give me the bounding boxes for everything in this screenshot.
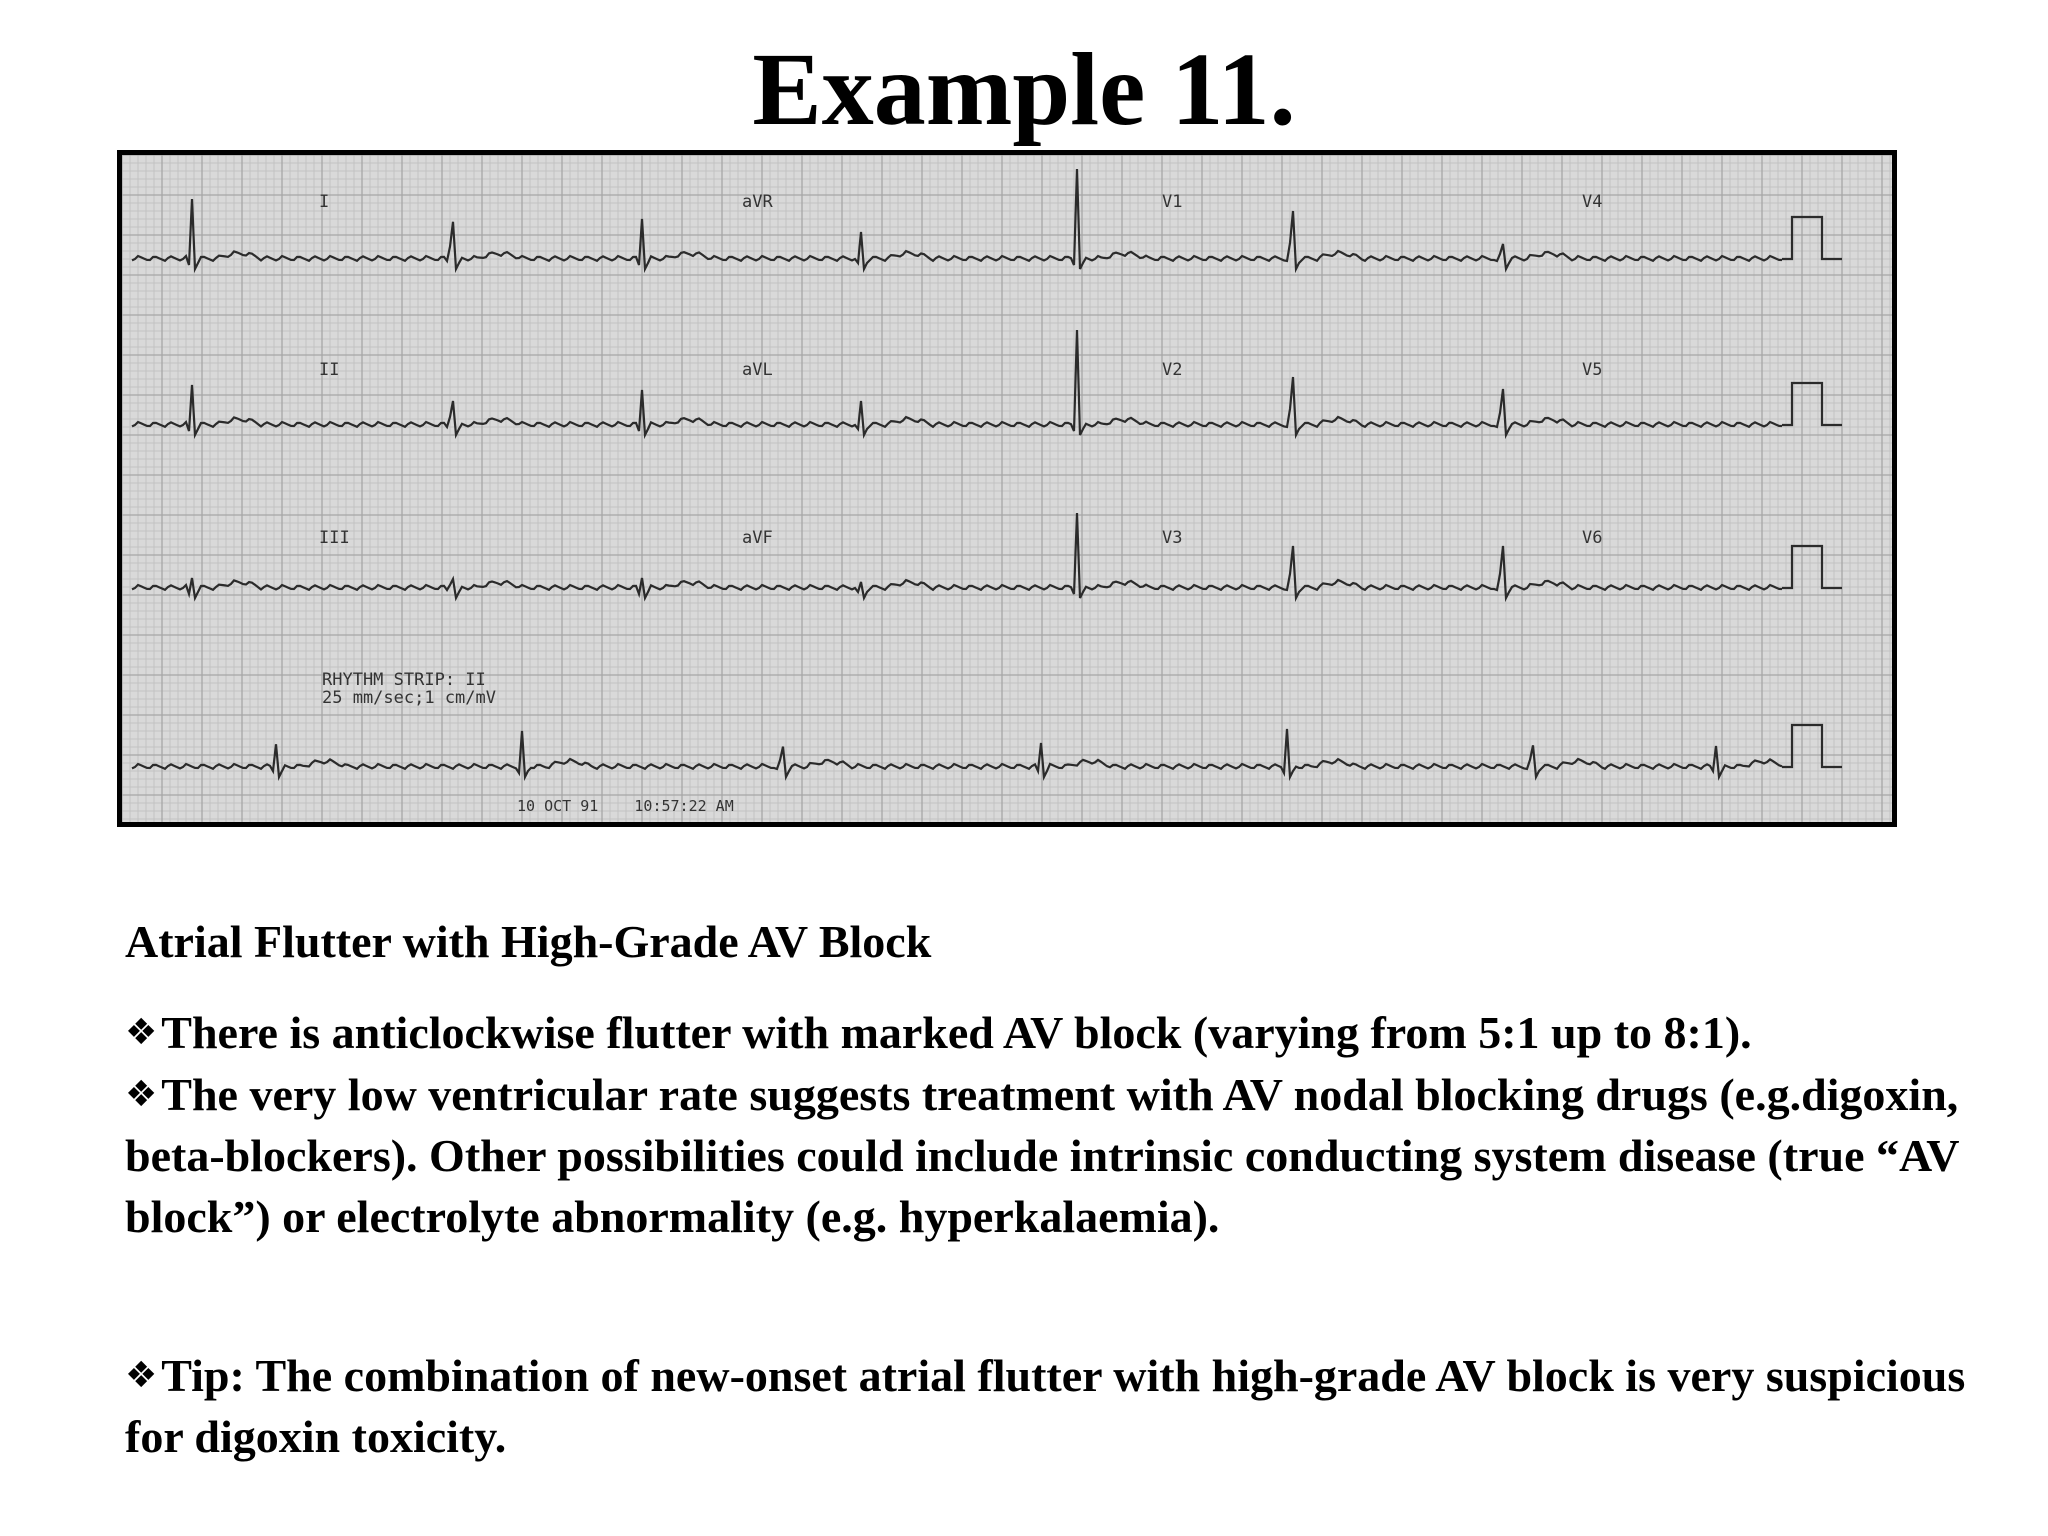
trace-row-1 xyxy=(131,168,1783,274)
trace-rhythm-strip xyxy=(131,728,1783,782)
lead-label-avr: aVR xyxy=(742,192,773,212)
bullet-point-2: ❖The very low ventricular rate suggests … xyxy=(125,1064,2005,1247)
bullet-text-1: There is anticlockwise flutter with mark… xyxy=(161,1007,1752,1058)
trace-row-2 xyxy=(131,329,1783,440)
lead-label-avf: aVF xyxy=(742,528,773,548)
bullet-text-2: The very low ventricular rate suggests t… xyxy=(125,1069,1959,1242)
lead-label-v3: V3 xyxy=(1162,528,1182,548)
calibration-pulse xyxy=(1782,381,1842,427)
rhythm-strip-label: RHYTHM STRIP: II xyxy=(322,670,486,690)
lead-label-v6: V6 xyxy=(1582,528,1602,548)
lead-label-v2: V2 xyxy=(1162,360,1182,380)
lead-label-v5: V5 xyxy=(1582,360,1602,380)
bullet-text-3: Tip: The combination of new-onset atrial… xyxy=(125,1350,1966,1462)
ecg-traces xyxy=(131,168,1842,782)
bullet-icon: ❖ xyxy=(125,1355,158,1396)
bullet-point-1: ❖There is anticlockwise flutter with mar… xyxy=(125,1002,2005,1063)
ecg-settings-label: 25 mm/sec;1 cm/mV xyxy=(322,688,496,708)
trace-row-3 xyxy=(131,512,1783,603)
diagnosis-heading: Atrial Flutter with High-Grade AV Block xyxy=(125,916,932,967)
lead-label-i: I xyxy=(319,192,329,212)
bullet-icon: ❖ xyxy=(125,1012,158,1053)
slide-title: Example 11. xyxy=(752,32,1296,147)
lead-label-ii: II xyxy=(319,360,339,380)
lead-label-v4: V4 xyxy=(1582,192,1602,212)
calibration-pulse xyxy=(1782,544,1842,590)
lead-label-iii: III xyxy=(319,528,350,548)
bullet-point-3: ❖Tip: The combination of new-onset atria… xyxy=(125,1345,2005,1467)
calibration-pulse xyxy=(1782,215,1842,261)
ecg-grid xyxy=(122,155,1892,822)
ecg-timestamp: 10 OCT 91 10:57:22 AM xyxy=(517,797,734,815)
lead-label-avl: aVL xyxy=(742,360,773,380)
lead-label-v1: V1 xyxy=(1162,192,1182,212)
calibration-pulse xyxy=(1782,723,1842,769)
bullet-icon: ❖ xyxy=(125,1074,158,1115)
